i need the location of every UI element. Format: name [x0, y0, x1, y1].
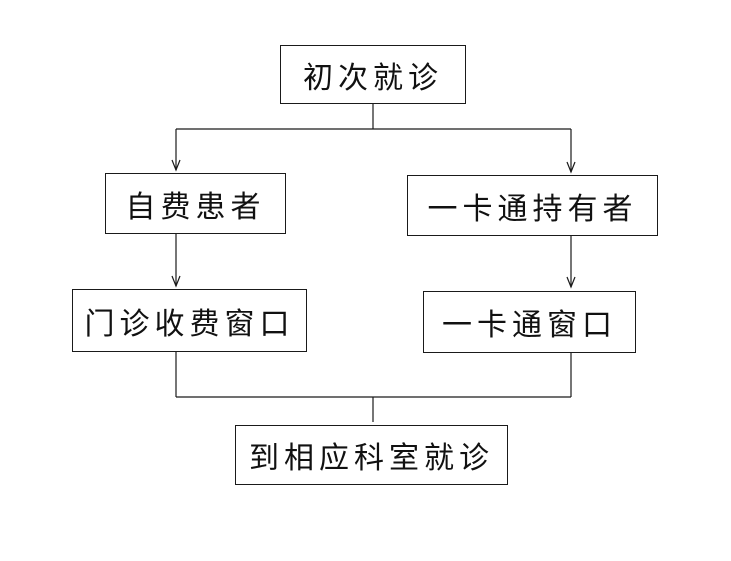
arrowhead-to-card-window — [566, 276, 576, 289]
outpatient-cashier-window-node: 门诊收费窗口 — [72, 289, 307, 352]
merge-connector — [175, 352, 572, 422]
split-connector — [176, 104, 571, 130]
arrowhead-to-cashier-window — [171, 275, 181, 288]
card-window-label: 一卡通窗口 — [442, 308, 617, 343]
start-node-label: 初次就诊 — [303, 60, 443, 96]
arrowhead-to-card-holder — [566, 161, 576, 174]
self-pay-patient-label: 自费患者 — [125, 189, 266, 225]
end-node-label: 到相应科室就诊 — [249, 441, 494, 476]
card-holder-node: 一卡通持有者 — [407, 175, 658, 236]
start-node: 初次就诊 — [280, 45, 466, 104]
arrowhead-to-self-pay — [171, 159, 181, 172]
card-holder-label: 一卡通持有者 — [427, 191, 638, 227]
self-pay-patient-node: 自费患者 — [105, 173, 286, 234]
outpatient-cashier-window-label: 门诊收费窗口 — [84, 306, 295, 342]
end-node: 到相应科室就诊 — [235, 425, 508, 485]
card-window-node: 一卡通窗口 — [423, 291, 636, 353]
